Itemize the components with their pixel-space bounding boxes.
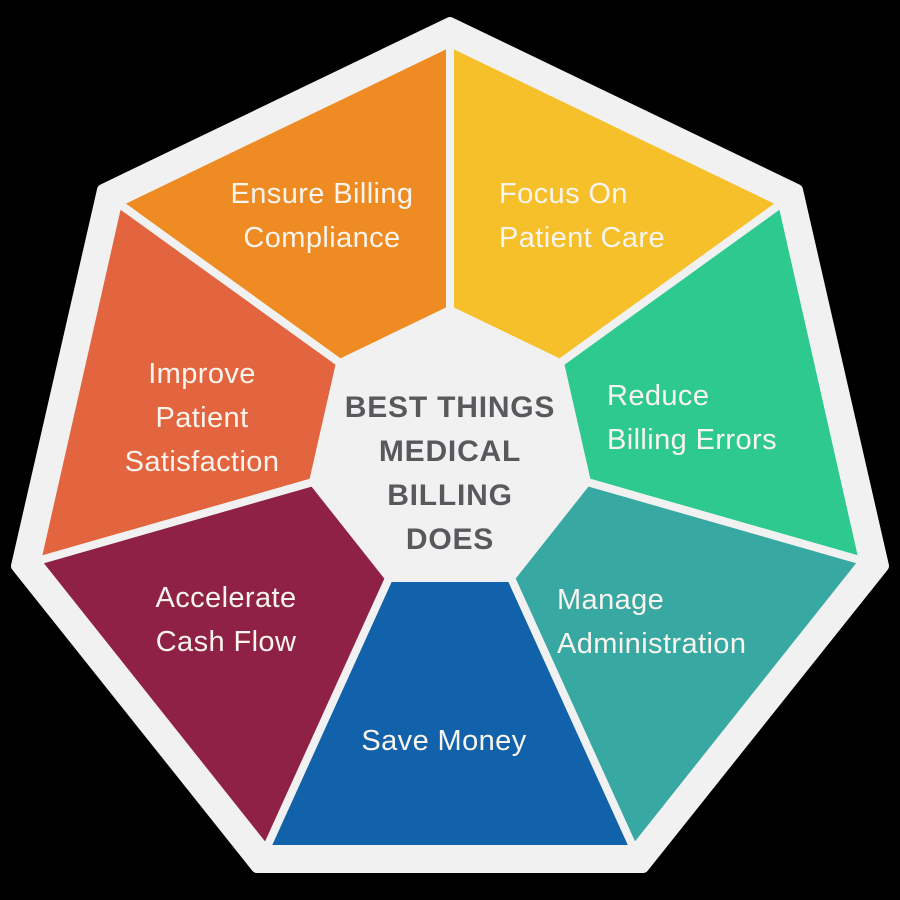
segment-label-focus-on-patient-care: Focus On Patient Care <box>499 172 665 260</box>
label-line: Save Money <box>361 725 527 757</box>
center-title-line: BILLING <box>387 479 513 512</box>
segment-label-manage-administration: Manage Administration <box>557 578 746 666</box>
segment-label-reduce-billing-errors: Reduce Billing Errors <box>607 374 777 462</box>
label-line: Focus On <box>499 178 628 210</box>
center-title: BEST THINGS MEDICAL BILLING DOES <box>345 386 555 562</box>
label-line: Improve <box>148 358 256 390</box>
label-line: Reduce <box>607 380 710 412</box>
center-title-line: MEDICAL <box>378 435 522 468</box>
center-title-line: BEST THINGS <box>344 391 556 424</box>
label-line: Manage <box>557 584 665 616</box>
center-title-line: DOES <box>405 523 495 556</box>
label-line: Ensure Billing <box>230 178 414 210</box>
segment-label-ensure-billing-compliance: Ensure Billing Compliance <box>231 172 414 260</box>
label-line: Compliance <box>243 222 401 254</box>
label-line: Billing Errors <box>607 424 777 456</box>
label-line: Patient <box>155 402 249 434</box>
label-line: Administration <box>557 628 747 660</box>
label-line: Cash Flow <box>155 626 297 658</box>
label-line: Patient Care <box>499 222 665 254</box>
segment-label-save-money: Save Money <box>361 719 526 763</box>
segment-improve-patient-satisfaction <box>33 199 344 565</box>
segment-label-improve-patient-satisfaction: Improve Patient Satisfaction <box>125 352 280 484</box>
label-line: Accelerate <box>155 582 297 614</box>
label-line: Satisfaction <box>124 446 280 478</box>
segment-label-accelerate-cash-flow: Accelerate Cash Flow <box>155 576 296 664</box>
